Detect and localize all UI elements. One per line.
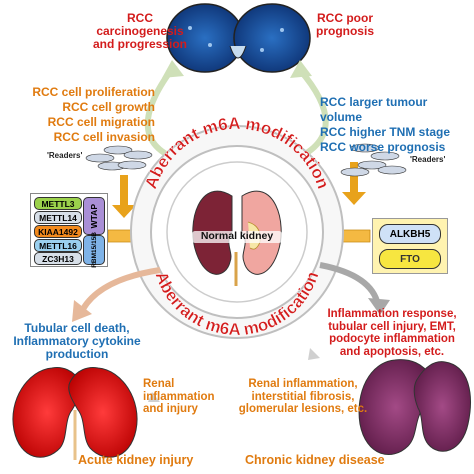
writer-mettl3: METTL3 [34,197,82,210]
left-effect-item: RCC cell invasion [53,130,155,144]
writer-mettl16: METTL16 [34,239,82,252]
aki-label: Acute kidney injury [78,453,194,467]
renal-right-line1: Renal inflammation, [248,378,358,390]
renal-right-line3: glomerular lesions, etc. [238,403,368,416]
bottom-left-line3: production [45,347,109,362]
writer-zc3h13: ZC3H13 [34,252,82,265]
rcc-clinical-effects-list: RCC larger tumour volume RCC higher TNM … [320,95,470,155]
bottom-right-line1: Inflammation response, [327,308,457,320]
writer-wtap: WTAP [83,197,105,235]
aki-cell-effects: Tubular cell death, Inflammatory cytokin… [2,321,152,362]
right-effect-item: RCC worse prognosis [320,140,446,154]
bottom-right-line4: and apoptosis, etc. [339,345,445,358]
reader-proteins-right [340,143,407,177]
top-right-line1: RCC poor [317,11,373,25]
renal-left-line2: inflammation [143,390,215,403]
rcc-kidney-image [166,3,311,73]
bottom-right-line3: podocyte inflammation [329,333,455,346]
ckd-kidney-image [358,359,471,455]
top-right-line2: prognosis [315,24,374,39]
renal-left-line1: Renal [143,378,175,390]
rcc-carcinogenesis-label: RCC carcinogenesis and progression [90,11,190,52]
writers-complex: METTL3 METTL14 KIAA1492 METTL16 ZC3H13 W… [30,193,108,268]
writer-mettl14: METTL14 [34,211,82,224]
ckd-label: Chronic kidney disease [245,453,385,467]
left-effect-item: RCC cell migration [47,115,155,129]
bottom-right-line2: tubular cell injury, EMT, [328,320,456,333]
writer-kiaa1492: KIAA1492 [34,225,82,238]
aki-kidney-image [12,367,138,460]
bottom-left-line1: Tubular cell death, [24,321,130,335]
renal-left-line3: and injury [143,403,198,416]
eraser-alkbh5: ALKBH5 [379,224,441,244]
left-effect-item: RCC cell growth [62,100,155,114]
right-effect-item: RCC higher TNM stage [320,125,451,139]
rcc-cell-effects-list: RCC cell proliferation RCC cell growth R… [10,85,155,145]
rcc-poor-prognosis-label: RCC poor prognosis [300,11,390,39]
top-left-line2: carcinogenesis [96,24,184,39]
ckd-cell-effects: Inflammation response, tubular cell inju… [312,308,472,359]
top-left-line1: RCC [127,11,153,25]
normal-kidney-label: Normal kidney [192,230,282,243]
writer-rbm15: RBM15/15B [83,232,105,268]
bottom-left-line2: Inflammatory cytokine [13,334,141,349]
renal-right-line2: interstitial fibrosis, [251,390,355,403]
top-left-line3: and progression [92,37,187,52]
left-effect-item: RCC cell proliferation [32,85,155,99]
writer-rbm15-label: RBM15/15B [90,232,98,268]
aki-renal-inflammation: Renal inflammation and injury [143,378,223,416]
eraser-fto: FTO [379,249,441,269]
erasers-complex: ALKBH5 FTO [372,218,448,274]
ckd-renal-inflammation: Renal inflammation, interstitial fibrosi… [228,378,378,416]
readers-label-right: 'Readers' [410,155,446,164]
right-effect-item: RCC larger tumour volume [320,95,428,124]
reader-proteins-left [85,145,153,171]
readers-label-left: 'Readers' [47,151,83,160]
writer-wtap-label: WTAP [89,203,99,229]
